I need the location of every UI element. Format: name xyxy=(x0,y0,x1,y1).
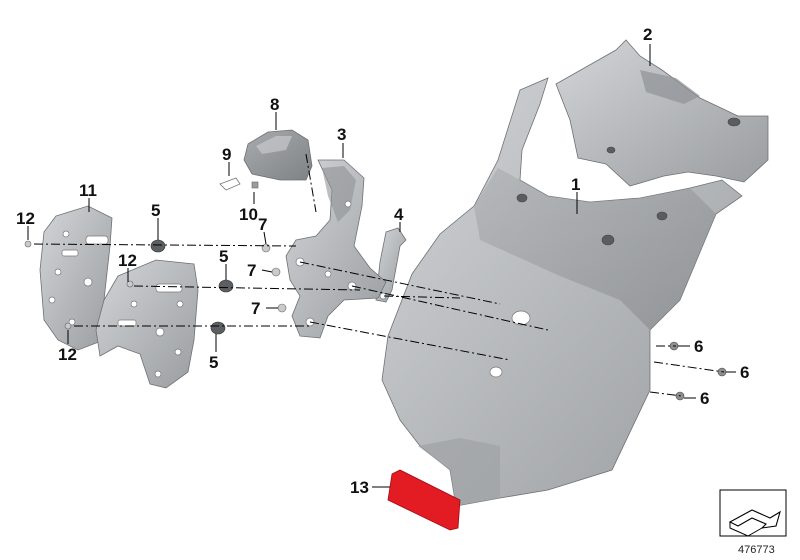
callout-5-bottom: 5 xyxy=(209,353,218,372)
mounting-plate-part xyxy=(39,205,113,351)
screw-12c xyxy=(64,322,72,330)
grommet-part xyxy=(219,177,241,191)
front-plate-part xyxy=(95,259,199,389)
callout-1: 1 xyxy=(571,175,580,194)
reference-number: 476773 xyxy=(738,544,775,556)
assembly-lines xyxy=(33,153,725,397)
callout-5-middle: 5 xyxy=(219,247,228,266)
washer-7a xyxy=(261,243,271,253)
screw-12a xyxy=(24,240,32,248)
leader-lines xyxy=(27,44,736,488)
inner-cover-part xyxy=(555,39,769,187)
lamp-part xyxy=(243,129,313,181)
washer-7b xyxy=(271,267,281,277)
rear-mudguard-part xyxy=(381,77,743,507)
callout-2: 2 xyxy=(643,25,652,44)
callout-9: 9 xyxy=(222,145,231,164)
nut-5c xyxy=(210,321,226,335)
callout-8: 8 xyxy=(270,95,279,114)
screw-12b xyxy=(126,280,134,288)
callout-10: 10 xyxy=(239,205,258,224)
nut-5a xyxy=(150,239,166,253)
callout-3: 3 xyxy=(337,125,346,144)
callout-6-bottom: 6 xyxy=(700,389,709,408)
callout-4: 4 xyxy=(394,205,404,224)
callout-7-bottom: 7 xyxy=(251,299,260,318)
orientation-arrow-icon xyxy=(719,489,787,537)
callout-11: 11 xyxy=(79,181,97,200)
nut-5b xyxy=(218,279,234,293)
callout-13: 13 xyxy=(350,478,369,497)
washer-7c xyxy=(277,303,287,313)
screw-part-10 xyxy=(251,181,259,189)
callout-7-middle: 7 xyxy=(247,261,256,280)
holder-bracket-part xyxy=(285,159,387,339)
callout-6-middle: 6 xyxy=(740,363,749,382)
callout-numbers: 1 2 4 3 8 9 10 11 12 12 12 5 5 5 7 7 7 6… xyxy=(16,25,749,497)
callout-5-top: 5 xyxy=(151,201,160,220)
callout-7-top: 7 xyxy=(258,215,267,234)
callout-6-top: 6 xyxy=(694,337,703,356)
callout-12-top: 12 xyxy=(16,209,35,228)
callout-12-bottom: 12 xyxy=(58,345,77,364)
reflector-part xyxy=(387,469,461,531)
callout-12-middle: 12 xyxy=(118,251,137,270)
